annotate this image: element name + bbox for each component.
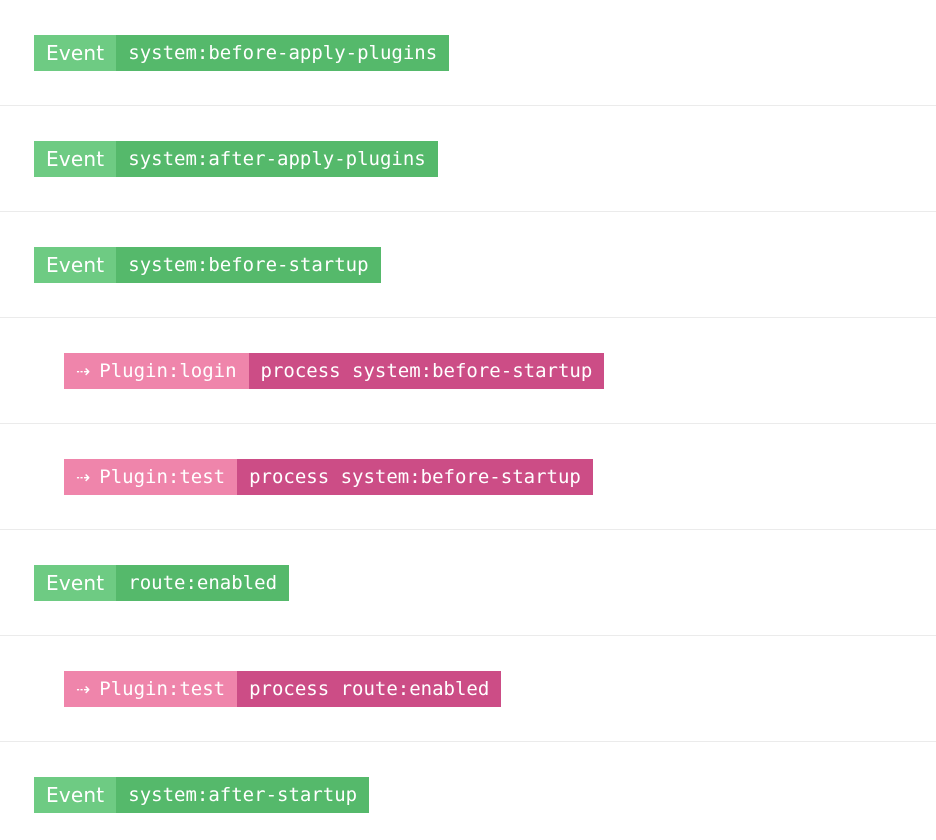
log-row: ⇢ Plugin:test process system:before-startu…	[0, 424, 936, 530]
plugin-badge-value: process system:before-startup	[237, 458, 593, 495]
badge-label-text: Plugin:login	[99, 359, 237, 382]
log-row: ⇢ Plugin:test process route:enabled	[0, 636, 936, 742]
event-badge-value: system:before-apply-plugins	[116, 34, 450, 71]
badge-label-text: Plugin:test	[99, 465, 226, 488]
log-row: ⇢ Plugin:login process system:before-start…	[0, 318, 936, 424]
plugin-badge-value: process system:before-startup	[248, 352, 605, 389]
dashed-arrow-icon: ⇢	[76, 361, 91, 382]
dashed-arrow-icon: ⇢	[76, 679, 91, 700]
event-badge-label: Event	[34, 776, 117, 813]
event-badge-value: system:after-apply-plugins	[116, 140, 438, 177]
plugin-badge[interactable]: ⇢ Plugin:test process system:before-startu…	[64, 458, 593, 495]
event-badge-label: Event	[34, 564, 117, 601]
plugin-badge[interactable]: ⇢ Plugin:login process system:before-start…	[64, 352, 605, 389]
plugin-badge-label: ⇢ Plugin:test	[64, 458, 238, 495]
plugin-badge-label: ⇢ Plugin:test	[64, 670, 238, 707]
event-badge-label: Event	[34, 140, 117, 177]
event-badge-label: Event	[34, 34, 117, 71]
plugin-badge[interactable]: ⇢ Plugin:test process route:enabled	[64, 670, 502, 707]
event-badge-label: Event	[34, 246, 117, 283]
dashed-arrow-icon: ⇢	[76, 467, 91, 488]
event-badge-value: route:enabled	[116, 564, 290, 601]
plugin-badge-value: process route:enabled	[237, 670, 502, 707]
badge-label-text: Plugin:test	[99, 677, 226, 700]
event-badge-value: system:before-startup	[116, 246, 381, 283]
event-badge-value: system:after-startup	[116, 776, 370, 813]
plugin-badge-label: ⇢ Plugin:login	[64, 352, 249, 389]
